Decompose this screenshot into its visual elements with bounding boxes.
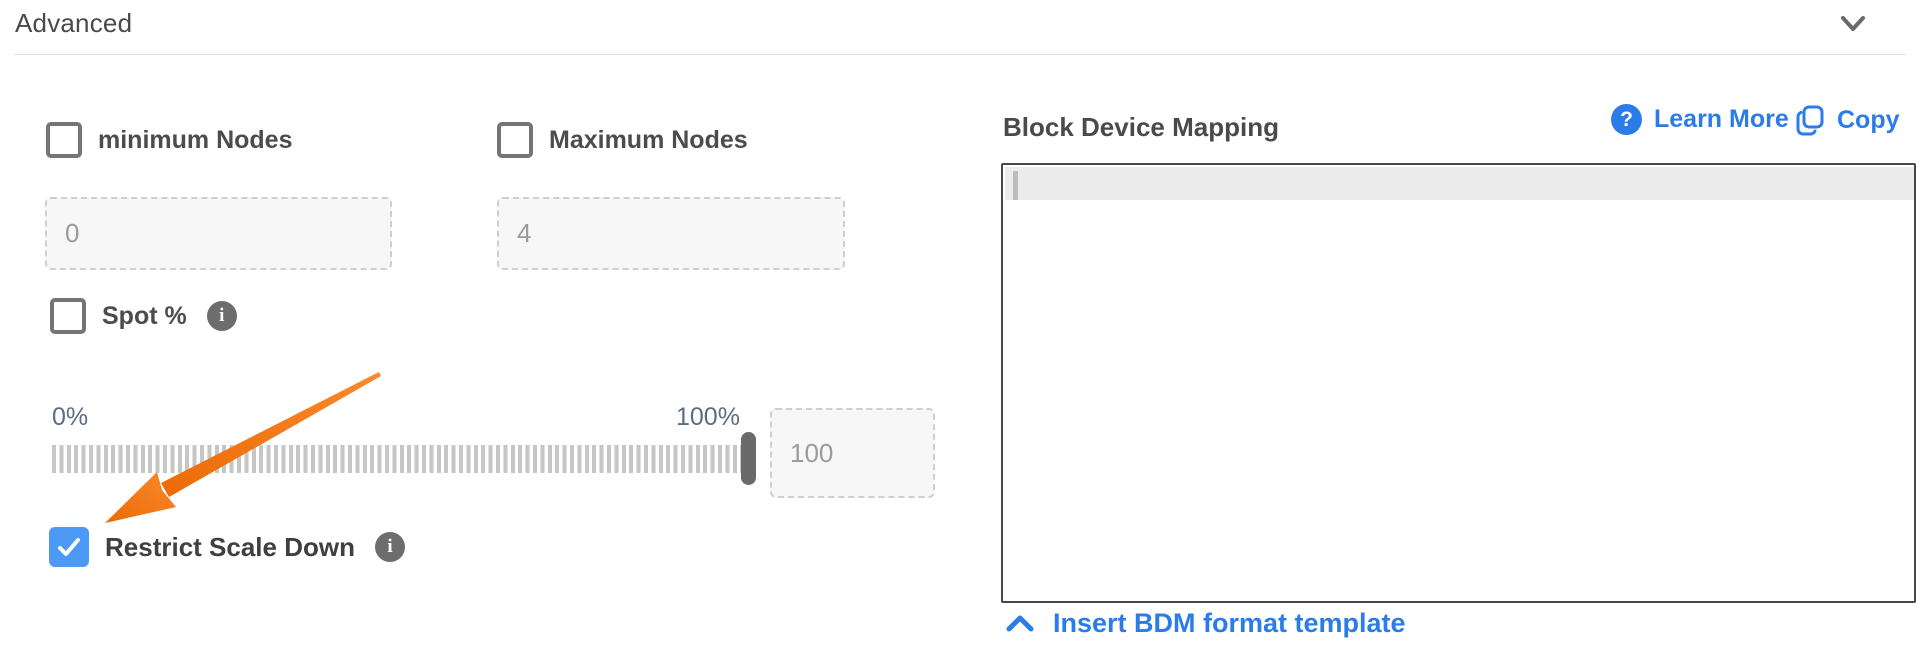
copy-button[interactable]: Copy (1795, 104, 1900, 136)
spot-percent-slider-handle[interactable] (741, 432, 756, 485)
spot-percent-slider-track[interactable] (52, 445, 744, 473)
maximum-nodes-input[interactable] (497, 197, 845, 270)
learn-more-link[interactable]: ? Learn More (1611, 104, 1789, 135)
info-icon[interactable]: i (374, 532, 405, 562)
editor-active-line (1005, 167, 1914, 200)
checkmark-icon (58, 538, 80, 556)
restrict-scale-down-row: Restrict Scale Down i (49, 527, 405, 567)
maximum-nodes-row: Maximum Nodes (497, 122, 748, 158)
slider-min-label: 0% (52, 403, 89, 431)
insert-bdm-template-label: Insert BDM format template (1053, 608, 1406, 638)
info-icon[interactable]: i (206, 301, 237, 331)
bdm-editor[interactable] (1001, 163, 1916, 603)
restrict-scale-down-label: Restrict Scale Down (105, 531, 355, 562)
minimum-nodes-input[interactable] (45, 197, 392, 270)
copy-label: Copy (1837, 105, 1900, 134)
question-circle-icon: ? (1611, 104, 1642, 135)
spot-percent-input[interactable] (770, 408, 935, 498)
spot-percent-label: Spot % (102, 301, 187, 330)
section-divider (14, 54, 1906, 55)
chevron-up-icon (1006, 615, 1034, 631)
minimum-nodes-label: minimum Nodes (98, 125, 293, 154)
insert-bdm-template-link[interactable]: Insert BDM format template (1005, 608, 1406, 639)
editor-cursor (1013, 171, 1018, 200)
maximum-nodes-label: Maximum Nodes (549, 125, 748, 154)
spot-percent-checkbox[interactable] (50, 298, 86, 334)
slider-max-label: 100% (676, 403, 740, 431)
section-title: Advanced (15, 8, 133, 38)
copy-icon (1796, 105, 1824, 136)
chevron-down-icon[interactable] (1836, 6, 1870, 40)
maximum-nodes-checkbox[interactable] (497, 122, 533, 158)
minimum-nodes-row: minimum Nodes (46, 122, 292, 158)
spot-percent-row: Spot % i (50, 298, 237, 334)
bdm-section-title: Block Device Mapping (1003, 112, 1279, 142)
learn-more-label: Learn More (1654, 105, 1789, 133)
minimum-nodes-checkbox[interactable] (46, 122, 82, 158)
restrict-scale-down-checkbox[interactable] (49, 527, 89, 567)
